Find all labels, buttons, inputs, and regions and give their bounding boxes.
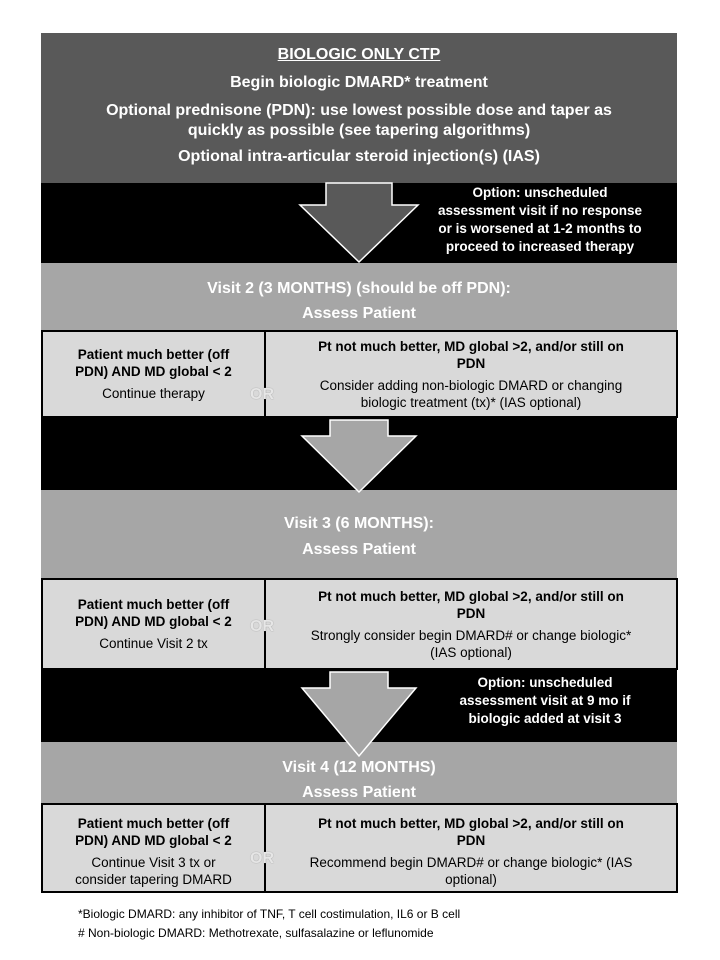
option-note-1-line4: proceed to increased therapy: [445, 239, 635, 254]
visit2-right-box: Pt not much better, MD global >2, and/or…: [264, 330, 678, 418]
visit3-subtitle: Assess Patient: [302, 541, 416, 558]
option-note-1: Option: unscheduled assessment visit if …: [410, 184, 670, 256]
visit4-left-action-2: consider tapering DMARD: [75, 872, 232, 887]
visit2-right-condition-1: Pt not much better, MD global >2, and/or…: [318, 339, 624, 354]
header-line-begin-biologic: Begin biologic DMARD* treatment: [230, 74, 488, 91]
visit2-left-condition-1: Patient much better (off: [77, 347, 230, 362]
visit3-right-action-2: (IAS optional): [430, 645, 512, 660]
header-line-prednisone-a: Optional prednisone (PDN): use lowest po…: [106, 102, 612, 119]
visit3-or-label: OR: [250, 618, 274, 635]
visit4-subtitle: Assess Patient: [302, 784, 416, 801]
option-note-1-line3: or is worsened at 1-2 months to: [438, 221, 642, 236]
visit4-left-condition-1: Patient much better (off: [77, 816, 230, 831]
option-note-1-line1: Option: unscheduled: [472, 185, 608, 200]
visit4-right-condition-2: PDN: [456, 833, 486, 848]
visit2-left-action: Continue therapy: [102, 386, 205, 401]
header-title: BIOLOGIC ONLY CTP: [277, 46, 441, 63]
visit3-title: Visit 3 (6 MONTHS):: [284, 515, 434, 532]
visit3-right-condition-1: Pt not much better, MD global >2, and/or…: [318, 589, 624, 604]
option-note-1-line2: assessment visit if no response: [437, 203, 643, 218]
header-line-prednisone-b: quickly as possible (see tapering algori…: [187, 122, 531, 139]
visit3-right-box: Pt not much better, MD global >2, and/or…: [264, 578, 678, 670]
option-note-2-line3: biologic added at visit 3: [468, 711, 622, 726]
visit4-right-condition-1: Pt not much better, MD global >2, and/or…: [318, 816, 624, 831]
visit2-right-action-2: biologic treatment (tx)* (IAS optional): [360, 395, 582, 410]
visit2-or-label: OR: [250, 386, 274, 403]
option-note-2-line2: assessment visit at 9 mo if: [459, 693, 631, 708]
option-note-2: Option: unscheduled assessment visit at …: [420, 674, 670, 728]
visit2-left-box: Patient much better (off PDN) AND MD glo…: [41, 330, 266, 418]
header-line-ias: Optional intra-articular steroid injecti…: [178, 148, 540, 165]
visit3-right-condition-2: PDN: [456, 606, 486, 621]
visit3-left-action: Continue Visit 2 tx: [99, 636, 208, 651]
visit4-left-condition-2: PDN) AND MD global < 2: [75, 833, 232, 848]
visit4-left-action-1: Continue Visit 3 tx or: [91, 855, 216, 870]
visit4-or-label: OR: [250, 850, 274, 867]
footnote-non-biologic: # Non-biologic DMARD: Methotrexate, sulf…: [78, 926, 434, 940]
visit2-right-action-1: Consider adding non-biologic DMARD or ch…: [319, 378, 623, 393]
option-note-2-line1: Option: unscheduled: [477, 675, 613, 690]
visit4-title: Visit 4 (12 MONTHS): [282, 759, 436, 776]
header-block: BIOLOGIC ONLY CTP Begin biologic DMARD* …: [41, 33, 677, 183]
visit2-right-condition-2: PDN: [456, 356, 486, 371]
visit3-right-action-1: Strongly consider begin DMARD# or change…: [310, 628, 632, 643]
visit4-right-action-1: Recommend begin DMARD# or change biologi…: [309, 855, 633, 870]
visit3-left-condition-2: PDN) AND MD global < 2: [75, 614, 232, 629]
visit4-right-box: Pt not much better, MD global >2, and/or…: [264, 803, 678, 893]
visit2-title: Visit 2 (3 MONTHS) (should be off PDN):: [207, 280, 511, 297]
visit3-left-box: Patient much better (off PDN) AND MD glo…: [41, 578, 266, 670]
visit2-left-condition-2: PDN) AND MD global < 2: [75, 364, 232, 379]
visit4-right-action-2: optional): [445, 872, 497, 887]
visit2-subtitle: Assess Patient: [302, 305, 416, 322]
visit4-left-box: Patient much better (off PDN) AND MD glo…: [41, 803, 266, 893]
footnote-biologic: *Biologic DMARD: any inhibitor of TNF, T…: [78, 907, 461, 921]
connector-band-2: [41, 418, 677, 490]
visit3-left-condition-1: Patient much better (off: [77, 597, 230, 612]
